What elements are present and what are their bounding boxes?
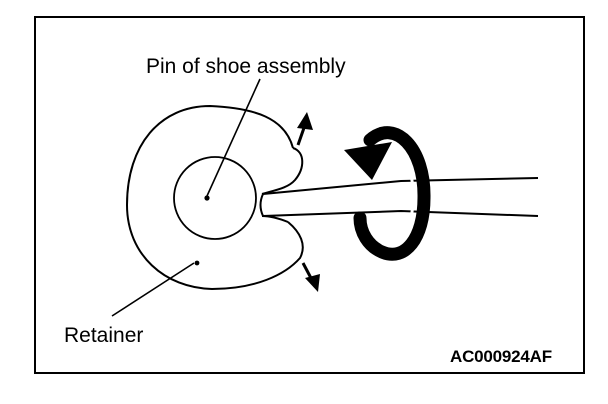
figure-frame	[34, 16, 585, 374]
figure-code: AC000924AF	[450, 347, 552, 366]
rotation-arrow-inner	[379, 145, 415, 244]
pin-label: Pin of shoe assembly	[146, 55, 346, 78]
retainer-lower-lobe	[261, 215, 289, 223]
retainer-leader-dot	[194, 260, 200, 266]
up-arrow-head	[297, 112, 313, 130]
shoe-pin-circle	[173, 156, 257, 240]
down-arrow-head	[305, 274, 320, 292]
rotation-arrow-body	[353, 126, 431, 261]
retainer-upper-lobe	[261, 147, 304, 195]
retainer-label: Retainer	[64, 324, 144, 347]
screwdriver-blade	[259, 177, 539, 217]
pin-leader-line	[206, 78, 261, 197]
rotation-arrow-head	[344, 142, 392, 180]
shoe-pin-center-dot	[204, 195, 210, 201]
retainer-outer-outline	[125, 104, 304, 291]
retainer-leader-line	[111, 262, 195, 317]
